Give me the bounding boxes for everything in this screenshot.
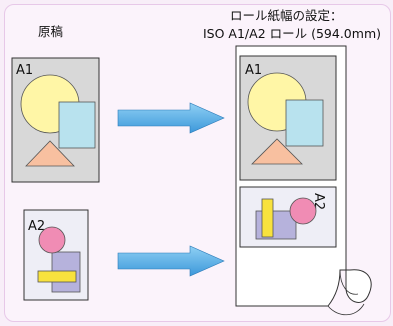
roll-paper-curl bbox=[339, 269, 359, 295]
arrow-a1-icon bbox=[117, 102, 225, 134]
roll-width-setting-label: ロール紙幅の設定： bbox=[230, 8, 343, 23]
a2-sheet-label: A2 bbox=[28, 219, 45, 234]
arrow-a2-icon bbox=[117, 245, 225, 277]
roll-a2-yellow-bar bbox=[261, 198, 274, 238]
roll-paper-curl-bottom bbox=[327, 303, 365, 316]
roll-a1-orange-triangle bbox=[251, 138, 303, 165]
a1-sheet-label: A1 bbox=[16, 63, 33, 78]
roll-paper: A1 A2 bbox=[235, 45, 372, 316]
original-label: 原稿 bbox=[38, 24, 63, 39]
a1-orange-triangle bbox=[25, 140, 75, 167]
a2-yellow-bar bbox=[37, 270, 77, 283]
a1-blue-rect bbox=[58, 101, 96, 149]
roll-width-value-label: ISO A1/A2 ロール (594.0mm) bbox=[203, 26, 381, 41]
roll-a1-label: A1 bbox=[245, 63, 262, 78]
roll-a2-pink-circle bbox=[289, 197, 317, 225]
original-a1-sheet: A1 bbox=[11, 57, 100, 183]
a2-pink-circle bbox=[38, 226, 66, 254]
original-a2-sheet: A2 bbox=[23, 209, 89, 301]
roll-a1-blue-rect bbox=[285, 99, 324, 147]
